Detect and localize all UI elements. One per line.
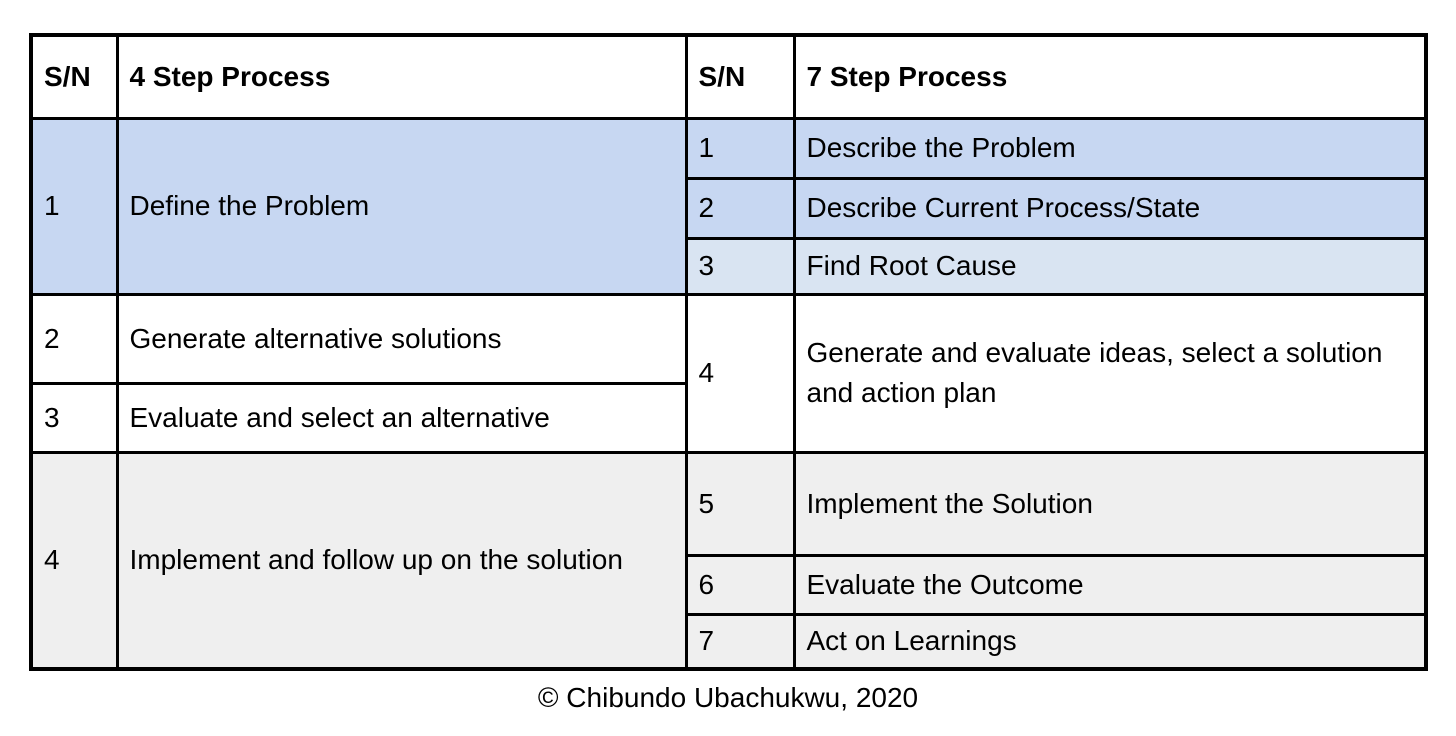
copyright-text: © Chibundo Ubachukwu, 2020 (537, 682, 919, 713)
four-step-label-1: Define the Problem (115, 116, 688, 296)
four-step-label-3: Evaluate and select an alternative (115, 381, 688, 454)
seven-step-label-1: Describe the Problem (792, 116, 1428, 180)
seven-step-sn-7: 7 (684, 612, 796, 671)
table-row: 3 Evaluate and select an alternative (29, 381, 1426, 454)
table-row: 3 Find Root Cause (31, 236, 1428, 296)
seven-step-label-6: Evaluate the Outcome (792, 553, 1428, 616)
table-row: 4 Implement and follow up on the solutio… (29, 450, 1428, 671)
seven-step-label-2: Describe Current Process/State (792, 176, 1428, 240)
four-step-label-2: Generate alternative solutions (115, 292, 688, 385)
seven-step-sn-3: 3 (684, 236, 796, 296)
process-comparison-table: S/N 4 Step Process S/N 7 Step Process 1 … (29, 33, 1428, 671)
seven-step-sn-5: 5 (684, 450, 796, 557)
table-row: 2 Describe Current Process/State (31, 176, 1428, 240)
header-sn-four-step: S/N (29, 33, 119, 120)
table-row: 6 Evaluate the Outcome (31, 553, 1428, 616)
four-step-sn-1: 1 (29, 116, 119, 296)
table-row: 2 Generate alternative solutions 4 Gener… (29, 292, 1428, 454)
seven-step-sn-4: 4 (684, 292, 796, 454)
seven-step-label-4: Generate and evaluate ideas, select a so… (792, 292, 1428, 454)
header-title-four-step: 4 Step Process (115, 33, 688, 120)
header-sn-seven-step: S/N (684, 33, 796, 120)
seven-step-sn-6: 6 (684, 553, 796, 616)
seven-step-sn-2: 2 (684, 176, 796, 240)
table-row: 7 Act on Learnings (31, 612, 1428, 671)
seven-step-label-3: Find Root Cause (792, 236, 1428, 296)
four-step-sn-3: 3 (29, 381, 119, 454)
seven-step-sn-1: 1 (684, 116, 796, 180)
seven-step-label-5: Implement the Solution (792, 450, 1428, 557)
four-step-sn-2: 2 (29, 292, 119, 385)
seven-step-label-7: Act on Learnings (792, 612, 1428, 671)
table-row: 1 Define the Problem 1 Describe the Prob… (29, 116, 1428, 296)
four-step-sn-4: 4 (29, 450, 119, 671)
header-title-seven-step: 7 Step Process (792, 33, 1428, 120)
table-header-row: S/N 4 Step Process S/N 7 Step Process (29, 33, 1428, 120)
four-step-label-4: Implement and follow up on the solution (115, 450, 688, 671)
